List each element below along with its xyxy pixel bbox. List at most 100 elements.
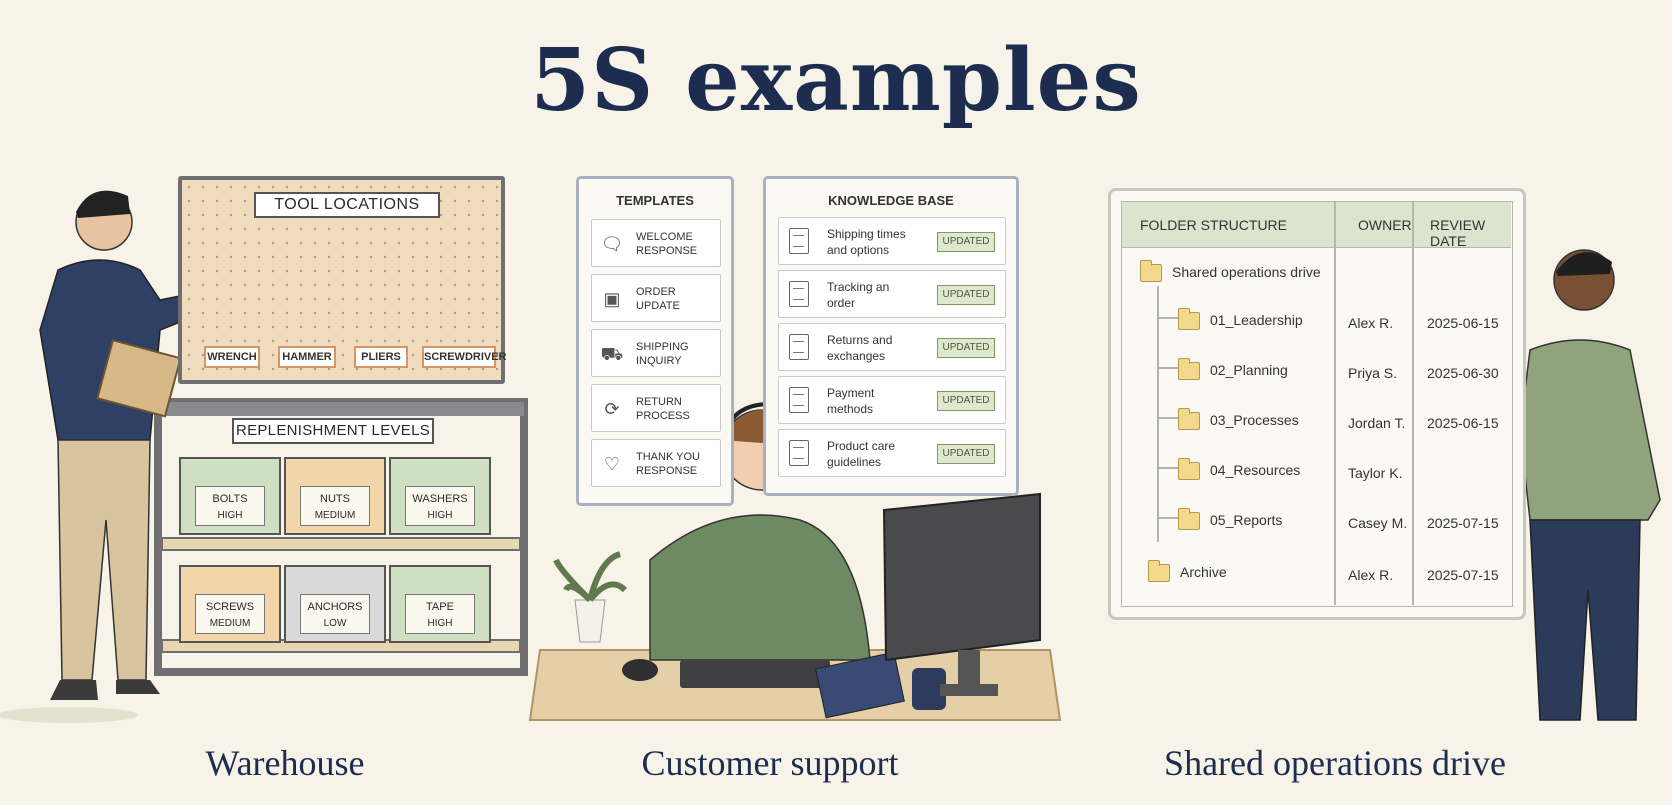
template-line2: INQUIRY: [636, 355, 682, 367]
document-icon: [789, 228, 809, 254]
folder-row[interactable]: 04_Resources: [1177, 458, 1301, 486]
folder-archive-row[interactable]: Archive: [1147, 560, 1227, 588]
folder-root-row[interactable]: Shared operations drive: [1139, 260, 1321, 288]
tool-tag-hammer: HAMMER: [278, 346, 336, 368]
folder-name: 05_Reports: [1210, 512, 1283, 528]
owner-cell: Jordan T.: [1348, 415, 1406, 431]
bin-name: TAPE: [426, 601, 454, 613]
template-line1: ORDER: [636, 286, 676, 298]
folder-row[interactable]: 05_Reports: [1177, 508, 1283, 536]
kb-item-payment[interactable]: Payment methods UPDATED: [778, 376, 1006, 424]
kb-line1: Payment: [827, 386, 875, 400]
folder-name: 03_Processes: [1210, 412, 1299, 428]
document-icon: [789, 440, 809, 466]
page-title: 5S examples: [530, 30, 1142, 131]
updated-badge: UPDATED: [937, 285, 995, 305]
folder-table: FOLDER STRUCTURE OWNER REVIEW DATE Share…: [1121, 201, 1513, 607]
folder-icon: [1147, 560, 1170, 583]
folder-structure-panel: FOLDER STRUCTURE OWNER REVIEW DATE Share…: [1108, 188, 1526, 620]
replenishment-levels-label: REPLENISHMENT LEVELS: [232, 418, 434, 444]
owner-cell: Alex R.: [1348, 315, 1394, 331]
caption-warehouse: Warehouse: [205, 743, 365, 783]
review-date-cell: 2025-06-30: [1427, 365, 1499, 381]
bin-level: HIGH: [427, 510, 453, 521]
template-thank-you-response[interactable]: ♡ THANK YOU RESPONSE: [591, 439, 721, 487]
folder-row[interactable]: 03_Processes: [1177, 408, 1299, 436]
tool-locations-label: TOOL LOCATIONS: [254, 192, 440, 218]
truck-icon: ⛟: [600, 344, 624, 364]
template-line2: RESPONSE: [636, 245, 698, 257]
bin-level: MEDIUM: [314, 510, 356, 521]
bin-level: LOW: [323, 618, 347, 629]
document-icon: [789, 334, 809, 360]
template-line1: RETURN: [636, 396, 682, 408]
bin-level: MEDIUM: [209, 618, 251, 629]
folder-name: 04_Resources: [1210, 462, 1301, 478]
kb-line2: guidelines: [827, 455, 882, 469]
owner-cell: Taylor K.: [1348, 465, 1403, 481]
kb-line1: Tracking an: [827, 280, 890, 294]
kb-line1: Returns and: [827, 333, 893, 347]
bin-name: ANCHORS: [307, 601, 363, 613]
heart-icon: ♡: [603, 454, 621, 474]
column-divider: [1334, 202, 1336, 605]
owner-cell: Alex R.: [1348, 567, 1394, 583]
kb-item-shipping[interactable]: Shipping times and options UPDATED: [778, 217, 1006, 265]
folder-icon: [1177, 508, 1200, 531]
folder-name: Shared operations drive: [1172, 264, 1321, 280]
templates-title: TEMPLATES: [616, 193, 694, 208]
tool-tag-wrench: WRENCH: [204, 346, 260, 368]
bin-level: HIGH: [217, 510, 243, 521]
tool-tag-screwdriver: SCREWDRIVER: [422, 346, 507, 368]
bin-name: NUTS: [320, 493, 350, 505]
kb-line2: methods: [827, 402, 874, 416]
folder-icon: [1177, 408, 1200, 431]
bin-label-screws: SCREWS MEDIUM: [195, 594, 265, 634]
tree-connector-lines: [1157, 286, 1178, 542]
template-line1: WELCOME: [636, 231, 693, 243]
kb-line2: exchanges: [827, 349, 886, 363]
bin-name: WASHERS: [412, 493, 468, 505]
kb-line2: and options: [827, 243, 890, 257]
review-date-cell: 2025-07-15: [1427, 515, 1499, 531]
warehouse-worker: [0, 190, 216, 723]
bin-level: HIGH: [427, 618, 453, 629]
template-line1: THANK YOU: [636, 451, 700, 463]
bin-label-anchors: ANCHORS LOW: [300, 594, 370, 634]
tool-tag-pliers: PLIERS: [354, 346, 408, 368]
template-welcome-response[interactable]: 🗨 WELCOME RESPONSE: [591, 219, 721, 267]
kb-line1: Shipping times: [827, 227, 906, 241]
folder-icon: [1139, 260, 1162, 283]
bin-name: BOLTS: [212, 493, 248, 505]
document-icon: [789, 281, 809, 307]
kb-line1: Product care: [827, 439, 896, 453]
updated-badge: UPDATED: [937, 232, 995, 252]
owner-cell: Casey M.: [1348, 515, 1408, 531]
bin-label-washers: WASHERS HIGH: [405, 486, 475, 526]
review-date-cell: 2025-07-15: [1427, 567, 1499, 583]
bin-label-tape: TAPE HIGH: [405, 594, 475, 634]
chat-icon: 🗨: [600, 234, 624, 254]
caption-customer-support: Customer support: [641, 743, 899, 783]
folder-name: Archive: [1180, 564, 1227, 580]
folder-row[interactable]: 02_Planning: [1177, 358, 1288, 386]
folder-table-header: FOLDER STRUCTURE OWNER REVIEW DATE: [1122, 202, 1511, 249]
folder-name: 02_Planning: [1210, 362, 1288, 378]
review-date-cell: 2025-06-15: [1427, 415, 1499, 431]
folder-icon: [1177, 458, 1200, 481]
folder-icon: [1177, 358, 1200, 381]
box-icon: ▣: [603, 289, 621, 309]
folder-name: 01_Leadership: [1210, 312, 1303, 328]
header-owner: OWNER: [1358, 217, 1412, 233]
template-line2: RESPONSE: [636, 465, 698, 477]
updated-badge: UPDATED: [937, 391, 995, 411]
folder-row[interactable]: 01_Leadership: [1177, 308, 1303, 336]
